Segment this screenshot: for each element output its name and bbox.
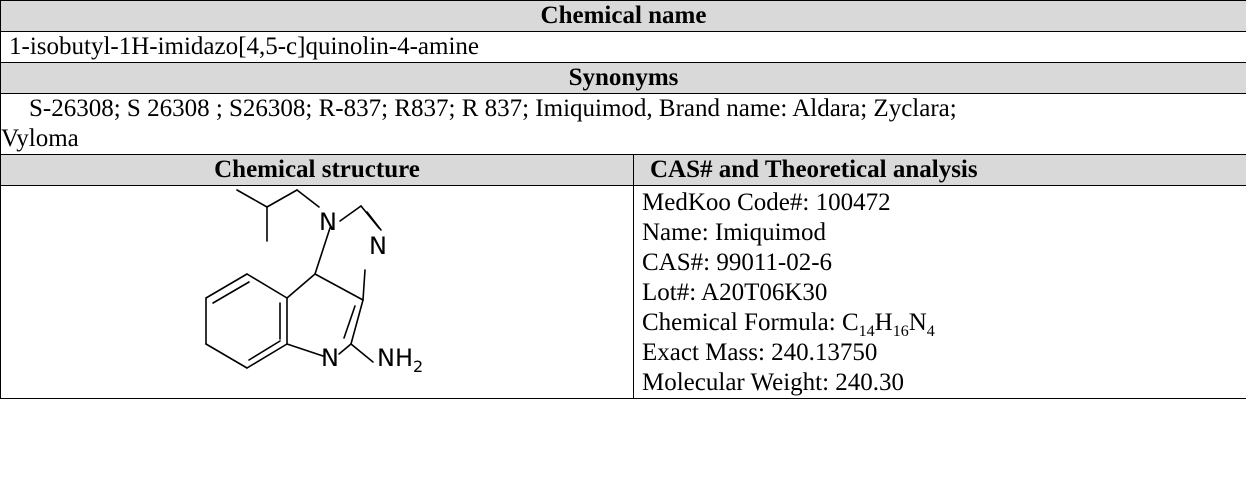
bond-line — [350, 299, 364, 345]
bond-line — [205, 343, 248, 369]
chemical-structure-header: Chemical structure — [0, 154, 634, 186]
bond-line — [362, 269, 366, 301]
bond-line — [339, 205, 362, 222]
bond-line — [343, 305, 356, 339]
bond-line — [338, 343, 352, 355]
synonyms-value: S-26308; S 26308 ; S26308; R-837; R837; … — [0, 93, 1246, 155]
chemical-structure-cell: N N N NH2 — [0, 185, 634, 399]
formula-label: Chemical Formula: C — [642, 309, 859, 336]
product-name: Name: Imiquimod — [642, 219, 826, 246]
synonyms-header: Synonyms — [0, 62, 1246, 94]
bond-line — [205, 273, 248, 299]
lot-number: Lot#: A20T06K30 — [642, 279, 828, 306]
exact-mass: Exact Mass: 240.13750 — [642, 339, 878, 366]
bond-line — [366, 211, 382, 231]
bond-line — [246, 273, 288, 299]
formula-n-count: 4 — [926, 323, 935, 340]
bond-line — [314, 273, 364, 301]
medkoo-code: MedKoo Code#: 100472 — [642, 189, 891, 216]
nh2-main: NH — [377, 344, 413, 372]
cas-number: CAS#: 99011-02-6 — [642, 249, 833, 276]
n1-atom-label: N — [319, 208, 337, 236]
bond-line — [212, 281, 250, 304]
bond-line — [286, 273, 316, 299]
chemical-formula: Chemical Formula: C14H16N4 — [642, 309, 935, 340]
bond-line — [236, 189, 268, 208]
n3-atom-label: N — [369, 232, 387, 260]
formula-h-count: 16 — [892, 323, 909, 340]
bond-line — [350, 343, 374, 363]
cas-analysis-cell: MedKoo Code#: 100472 Name: Imiquimod CAS… — [632, 185, 1246, 399]
imiquimod-structure-drawing: N N N NH2 — [205, 189, 423, 376]
bond-line — [246, 343, 288, 369]
synonyms-line-1: S-26308; S 26308 ; S26308; R-837; R837; … — [29, 95, 957, 122]
formula-c-count: 14 — [858, 323, 875, 340]
nh2-atom-label: NH2 — [377, 344, 423, 376]
product-info-table: Chemical name 1-isobutyl-1H-imidazo[4,5-… — [0, 0, 1246, 399]
bond-line — [266, 189, 298, 208]
cas-analysis-header: CAS# and Theoretical analysis — [632, 154, 1246, 186]
molecular-weight: Molecular Weight: 240.30 — [642, 369, 905, 396]
bond-line — [314, 227, 331, 275]
synonyms-line-2: Vyloma — [1, 125, 79, 152]
chemical-name-value: 1-isobutyl-1H-imidazo[4,5-c]quinolin-4-a… — [0, 31, 1246, 63]
chemical-name-header: Chemical name — [0, 0, 1246, 32]
n5-atom-label: N — [321, 344, 339, 372]
nh2-subscript: 2 — [413, 357, 423, 376]
bond-line — [248, 340, 281, 361]
bond-line — [296, 189, 320, 208]
bond-line — [286, 343, 324, 357]
